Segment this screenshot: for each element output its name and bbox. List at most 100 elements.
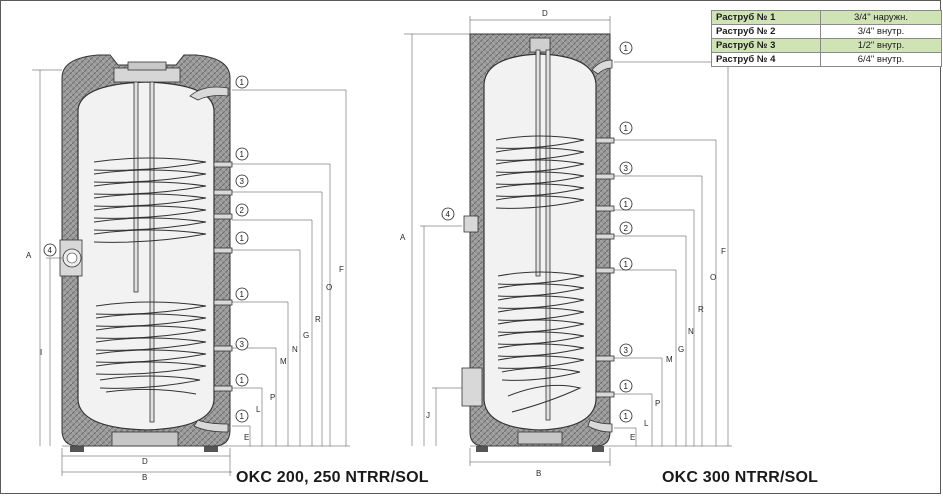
right-dim-o: O [710, 273, 716, 282]
left-marker-2: 2 [235, 203, 249, 217]
left-dim-a: A [26, 251, 32, 260]
svg-text:1: 1 [240, 150, 245, 159]
legend-value: 3/4" наружн. [820, 10, 942, 25]
left-marker-1f: 1 [235, 409, 249, 423]
legend-row: Раструб № 3 1/2" внутр. [711, 38, 942, 53]
svg-text:1: 1 [624, 382, 629, 391]
svg-text:1: 1 [240, 78, 245, 87]
left-inner-tank [77, 81, 215, 431]
right-markers: 1 1 3 1 2 1 3 1 1 4 [441, 41, 633, 423]
left-marker-4: 4 [43, 243, 57, 257]
legend-row: Раструб № 1 3/4" наружн. [711, 10, 942, 25]
left-lower-coil [95, 301, 207, 395]
right-dim-d: D [542, 9, 548, 18]
right-model-caption: OKC 300 NTRR/SOL [662, 469, 819, 486]
left-dim-p: P [270, 393, 275, 402]
left-dimension-lines [62, 89, 350, 447]
legend-value: 6/4" внутр. [820, 52, 942, 67]
right-marker-1a: 1 [619, 41, 633, 55]
left-dim-l: L [256, 405, 261, 414]
left-dim-d: D [142, 457, 148, 466]
right-lower-coil [497, 271, 585, 413]
left-dim-e: E [244, 433, 249, 442]
svg-text:3: 3 [624, 346, 629, 355]
legend-value: 1/2" внутр. [820, 38, 942, 53]
right-marker-1d: 1 [619, 257, 633, 271]
left-upper-coil [93, 157, 207, 243]
svg-text:1: 1 [624, 200, 629, 209]
svg-text:1: 1 [240, 234, 245, 243]
svg-text:3: 3 [240, 177, 245, 186]
right-dim-m: M [666, 355, 673, 364]
left-tank-drawing: A I D B E L P M N G R O F 1 1 3 2 1 1 3 … [26, 54, 350, 482]
left-dim-r: R [315, 315, 321, 324]
left-marker-1b: 1 [235, 147, 249, 161]
left-marker-1c: 1 [235, 231, 249, 245]
svg-text:1: 1 [240, 376, 245, 385]
right-dim-f: F [721, 247, 726, 256]
left-markers: 1 1 3 2 1 1 3 1 1 4 [43, 75, 249, 423]
left-dim-m: M [280, 357, 287, 366]
right-dim-n: N [688, 327, 694, 336]
legend-row: Раструб № 2 3/4" внутр. [711, 24, 942, 39]
right-dim-b: B [536, 469, 541, 478]
svg-text:1: 1 [240, 290, 245, 299]
left-bottom-base [111, 431, 179, 447]
right-tank-drawing: D A J B E L P G M N R O F 1 1 3 1 2 1 3 … [400, 9, 732, 478]
svg-text:2: 2 [240, 206, 245, 215]
connection-legend-table: Раструб № 1 3/4" наружн. Раструб № 2 3/4… [711, 10, 942, 67]
svg-text:3: 3 [240, 340, 245, 349]
left-marker-3a: 3 [235, 174, 249, 188]
svg-text:4: 4 [446, 210, 451, 219]
svg-text:1: 1 [624, 44, 629, 53]
right-upper-coil [495, 135, 585, 209]
right-dim-l: L [644, 419, 649, 428]
right-dim-p: P [655, 399, 660, 408]
right-side-flange [461, 367, 483, 407]
left-dim-o: O [326, 283, 332, 292]
left-dim-n: N [292, 345, 298, 354]
right-dim-r: R [698, 305, 704, 314]
svg-text:2: 2 [624, 224, 629, 233]
left-dim-f: F [339, 265, 344, 274]
left-marker-1a: 1 [235, 75, 249, 89]
left-nozzles [189, 86, 233, 433]
right-marker-1f: 1 [619, 409, 633, 423]
right-thermowell [545, 49, 551, 421]
svg-text:4: 4 [48, 246, 53, 255]
svg-text:1: 1 [240, 412, 245, 421]
left-anode-rod [133, 81, 139, 293]
right-marker-2: 2 [619, 221, 633, 235]
svg-text:1: 1 [624, 412, 629, 421]
legend-name: Раструб № 1 [711, 10, 821, 25]
left-dim-b: B [142, 473, 147, 482]
right-marker-1b: 1 [619, 121, 633, 135]
right-anode-rod [535, 49, 541, 277]
svg-text:3: 3 [624, 164, 629, 173]
left-model-caption: OKC 200, 250 NTRR/SOL [236, 469, 429, 486]
right-nozzles [587, 59, 615, 433]
left-dim-g: G [303, 331, 309, 340]
right-dim-a: A [400, 233, 406, 242]
legend-value: 3/4" внутр. [820, 24, 942, 39]
right-marker-3a: 3 [619, 161, 633, 175]
svg-text:1: 1 [624, 124, 629, 133]
left-marker-3b: 3 [235, 337, 249, 351]
right-dimension-lines [404, 16, 732, 466]
legend-name: Раструб № 4 [711, 52, 821, 67]
right-dim-e: E [630, 433, 635, 442]
right-marker-4: 4 [441, 207, 455, 221]
right-dim-j: J [426, 411, 430, 420]
svg-text:1: 1 [624, 260, 629, 269]
legend-name: Раструб № 2 [711, 24, 821, 39]
left-marker-1e: 1 [235, 373, 249, 387]
right-marker-3b: 3 [619, 343, 633, 357]
left-marker-1d: 1 [235, 287, 249, 301]
right-marker-1e: 1 [619, 379, 633, 393]
legend-name: Раструб № 3 [711, 38, 821, 53]
left-thermowell [149, 81, 155, 423]
right-dim-g: G [678, 345, 684, 354]
left-dim-i: I [40, 348, 42, 357]
